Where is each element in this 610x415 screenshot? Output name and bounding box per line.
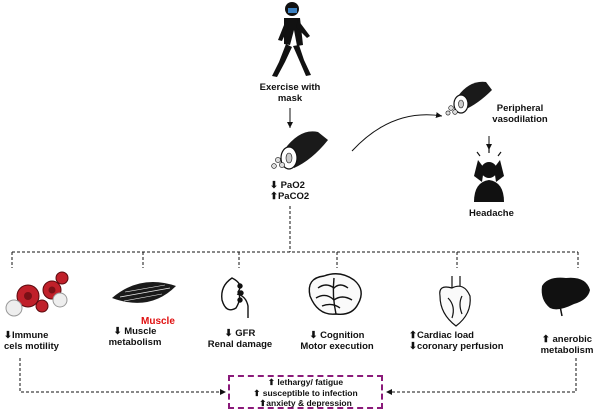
effect-heart-line2: ⬇coronary perfusion (409, 341, 504, 352)
outcome-box: ⬆ lethargy/ fatigue ⬆ susceptible to inf… (228, 375, 383, 409)
muscle-tag-label: Muscle (141, 316, 175, 327)
effect-immune-line2: cels motility (4, 341, 59, 352)
headache-label: Headache (469, 208, 514, 219)
outcome-fatigue: ⬆ lethargy/ fatigue (267, 377, 344, 387)
muscle-icon (112, 282, 176, 303)
heart-icon (439, 276, 471, 327)
effect-muscle-line1: ⬇ Muscle (113, 326, 157, 337)
effect-immune-line1: ⬇Immune (4, 330, 49, 341)
peripheral-label-line1: Peripheral (496, 103, 544, 114)
effect-kidney-line2: Renal damage (207, 339, 273, 350)
dashed-left-to-box (19, 358, 226, 395)
blood-vessel-icon (271, 131, 328, 170)
dashed-right-to-box (386, 358, 577, 395)
blood-gas-label: ⬇ PaO2 ⬆PaCO2 (270, 180, 309, 202)
immune-cells-icon (5, 271, 69, 317)
effect-heart-line1: ⬆Cardiac load (409, 330, 474, 341)
effect-liver: ⬆ anerobic metabolism (532, 334, 602, 356)
effect-brain-line1: ⬇ Cognition (309, 330, 365, 341)
person-with-mask-icon (272, 2, 311, 77)
effect-liver-line1: ⬆ anerobic (541, 334, 593, 345)
arrow-to-peripheral (351, 112, 443, 152)
kidney-icon (221, 277, 249, 318)
peripheral-vessel-icon (445, 81, 492, 116)
effect-muscle-line2: metabolism (108, 337, 162, 348)
effect-brain: ⬇ Cognition Motor execution (292, 330, 382, 352)
dashed-drops (11, 252, 579, 268)
effect-brain-line2: Motor execution (300, 341, 374, 352)
effect-heart: ⬆Cardiac load ⬇coronary perfusion (409, 330, 504, 352)
exercise-label: Exercise with mask (253, 82, 327, 104)
effect-liver-line2: metabolism (540, 345, 594, 356)
brain-icon (308, 273, 362, 315)
effect-muscle: ⬇ Muscle metabolism (100, 326, 170, 348)
exercise-label-line2: mask (277, 93, 303, 104)
paco2-label: ⬆PaCO2 (270, 191, 310, 202)
peripheral-vasodilation-label: Peripheral vasodilation (480, 103, 560, 125)
outcome-anxiety: ⬆anxiety & depression (259, 398, 352, 408)
effect-immune: ⬇Immune cels motility (4, 330, 59, 352)
pao2-label: ⬇ PaO2 (270, 180, 305, 191)
exercise-label-line1: Exercise with (259, 82, 321, 93)
effect-kidney: ⬇ GFR Renal damage (200, 328, 280, 350)
outcome-infection: ⬆ susceptible to infection (253, 387, 358, 398)
liver-icon (541, 277, 590, 317)
effect-kidney-line1: ⬇ GFR (224, 328, 256, 339)
headache-person-icon (474, 148, 504, 202)
peripheral-label-line2: vasodilation (492, 114, 548, 125)
